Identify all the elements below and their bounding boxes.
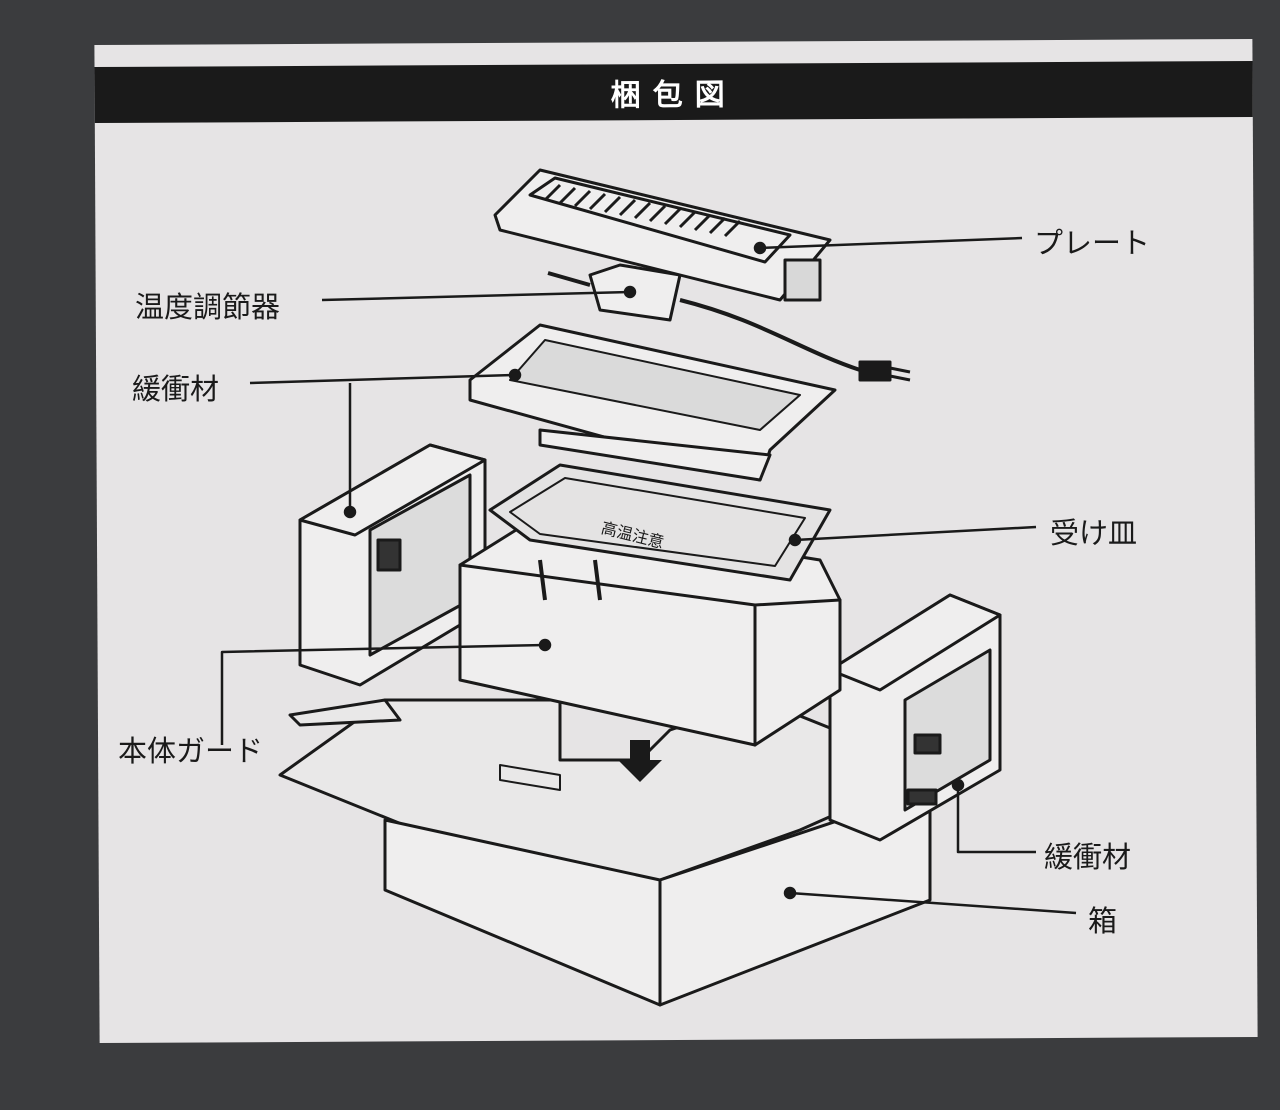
right-cushion-illustration <box>828 593 1002 842</box>
label-body-guard: 本体ガード <box>118 734 264 768</box>
label-plate: プレート <box>1034 226 1151 260</box>
leader-lines <box>220 236 1077 915</box>
label-cushion-top: 緩衝材 <box>132 372 220 406</box>
plate-illustration <box>493 168 832 302</box>
label-drip-tray: 受け皿 <box>1050 516 1138 550</box>
down-arrow-icon <box>618 740 662 782</box>
drip-tray-illustration: 高温注意 <box>488 463 832 582</box>
label-thermostat: 温度調節器 <box>135 290 281 324</box>
top-cushion-illustration <box>468 323 837 482</box>
label-cushion-side: 緩衝材 <box>1044 840 1132 874</box>
label-box: 箱 <box>1088 904 1118 938</box>
box-illustration <box>278 698 937 1007</box>
